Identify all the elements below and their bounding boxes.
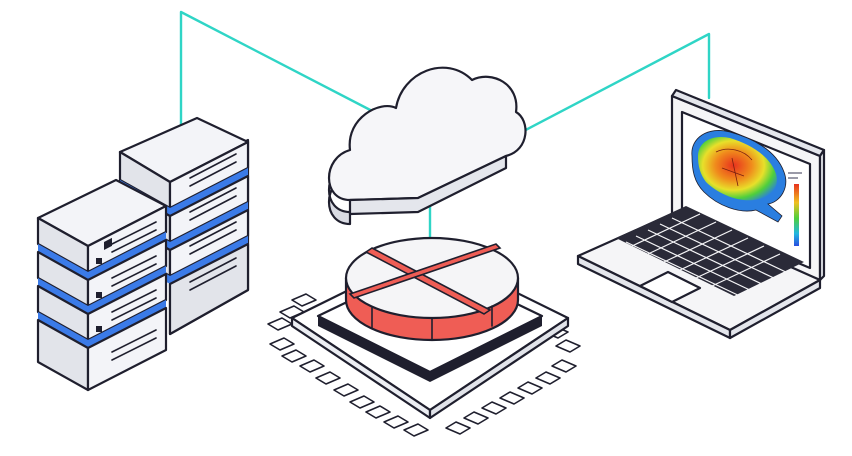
laptop-icon	[576, 88, 826, 340]
server-to-cloud-line	[179, 10, 380, 162]
simulation-heatmap-icon	[691, 130, 802, 246]
chip-dial	[344, 236, 520, 342]
color-scale-bar	[794, 184, 799, 246]
server-tower-front	[36, 178, 168, 392]
cloud-icon	[327, 66, 527, 226]
processor-chip-icon	[267, 236, 581, 437]
laptop-to-cloud-line	[516, 32, 711, 136]
server-rack-icon	[36, 116, 250, 392]
